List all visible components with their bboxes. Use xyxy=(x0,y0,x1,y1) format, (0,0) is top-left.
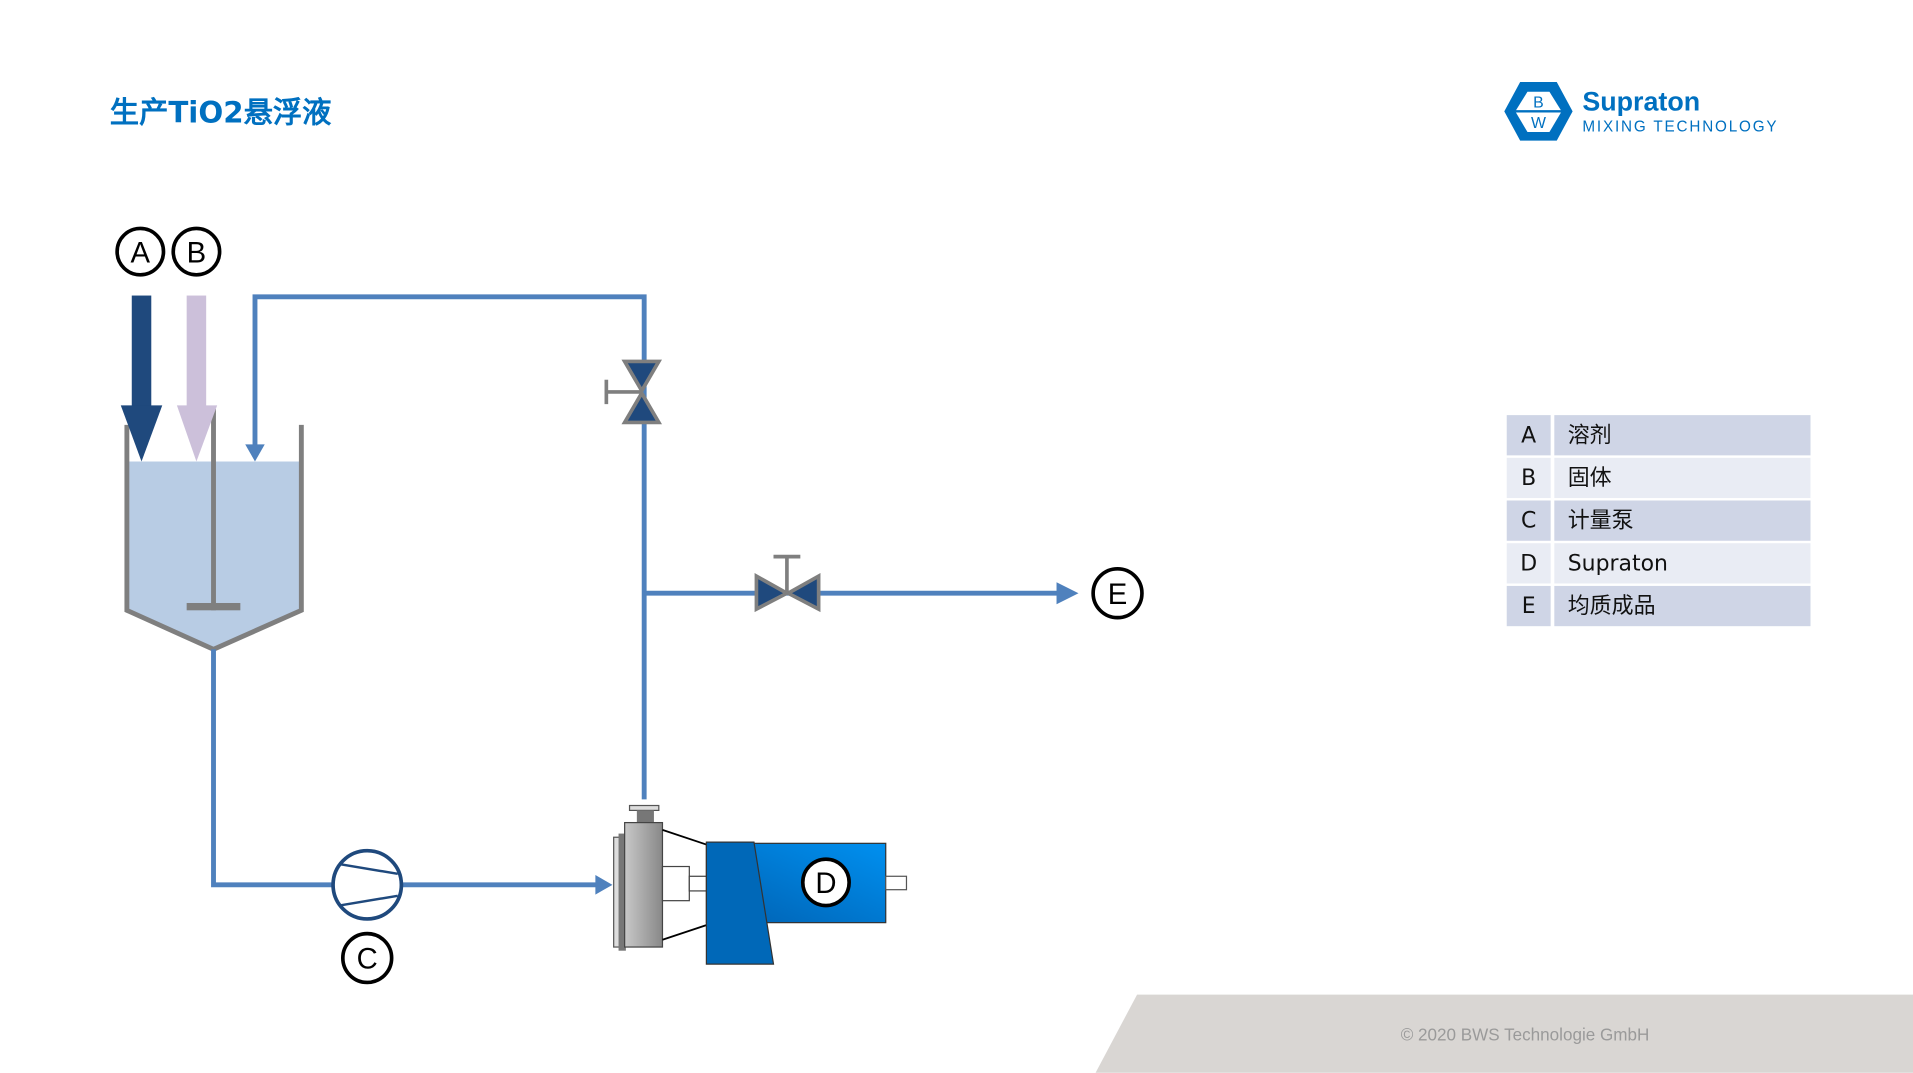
supraton-machine xyxy=(613,804,908,965)
legend-row: B 固体 xyxy=(1506,457,1811,499)
logo-letter-b: B xyxy=(1533,94,1544,111)
metering-pump xyxy=(331,848,404,921)
footer-band xyxy=(1095,994,1913,1073)
svg-text:溶剂: 溶剂 xyxy=(1568,423,1612,448)
svg-text:固体: 固体 xyxy=(1568,466,1612,491)
svg-text:D: D xyxy=(815,867,836,900)
svg-text:均质成品: 均质成品 xyxy=(1568,594,1656,619)
recirculation-pipe xyxy=(252,294,647,800)
label-a: A xyxy=(115,226,166,277)
label-c: C xyxy=(340,931,394,985)
svg-text:E: E xyxy=(1108,578,1128,611)
svg-text:B: B xyxy=(187,236,207,269)
legend-table: A 溶剂 B 固体 C 计量泵 D Supraton E 均质成品 xyxy=(1506,415,1811,627)
svg-text:E: E xyxy=(1522,594,1536,619)
legend-row: A 溶剂 xyxy=(1506,415,1811,456)
legend-row: C 计量泵 xyxy=(1506,500,1811,541)
solid-arrow xyxy=(176,295,218,462)
supraton-logo: B W Supraton MIXING TECHNOLOGY xyxy=(1504,82,1778,141)
svg-text:C: C xyxy=(1521,509,1536,534)
svg-text:A: A xyxy=(131,236,151,269)
legend-row: D Supraton xyxy=(1506,543,1811,584)
agitator-blade xyxy=(186,602,241,611)
label-b: B xyxy=(171,226,222,277)
legend-row: E 均质成品 xyxy=(1506,585,1811,627)
label-d: D xyxy=(800,857,851,908)
svg-text:C: C xyxy=(357,943,378,976)
label-e: E xyxy=(1091,567,1144,620)
svg-text:D: D xyxy=(1520,551,1537,576)
solvent-arrow xyxy=(120,295,163,462)
svg-text:Supraton: Supraton xyxy=(1568,551,1668,576)
copyright: © 2020 BWS Technologie GmbH xyxy=(1401,1025,1650,1044)
feed-pipe xyxy=(211,649,598,888)
logo-brand: Supraton xyxy=(1582,87,1700,117)
logo-tagline: MIXING TECHNOLOGY xyxy=(1582,119,1778,136)
mixing-tank xyxy=(124,409,304,653)
logo-letter-w: W xyxy=(1531,115,1546,132)
page-title: 生产TiO2悬浮液 xyxy=(110,96,332,130)
svg-text:B: B xyxy=(1521,466,1536,491)
outlet-valve[interactable] xyxy=(754,554,821,613)
svg-text:计量泵: 计量泵 xyxy=(1568,509,1634,534)
recirculation-valve[interactable] xyxy=(604,359,662,425)
svg-text:A: A xyxy=(1521,423,1536,448)
